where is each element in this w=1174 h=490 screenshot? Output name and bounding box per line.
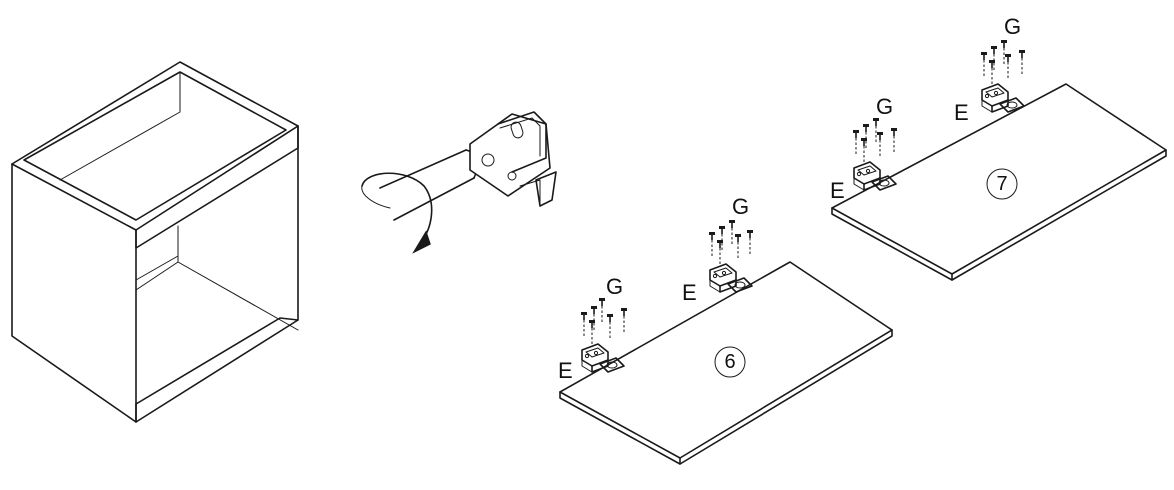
screw-set-upper: [980, 39, 1026, 87]
screw-label: G: [732, 194, 749, 219]
screw-label: G: [876, 94, 893, 119]
screw-icon: [1000, 39, 1008, 67]
screw-icon: [890, 127, 898, 155]
screw-icon: [580, 311, 588, 339]
screw-icon: [620, 307, 628, 335]
screw-label: G: [606, 274, 623, 299]
hinge-icon: [981, 83, 1025, 113]
screw-icon: [734, 233, 742, 261]
step-number-circle: [986, 168, 1018, 200]
screw-icon: [598, 297, 606, 325]
screw-icon: [980, 51, 988, 79]
screw-icon: [606, 313, 614, 341]
screw-icon: [852, 129, 860, 157]
screwdriver-rotation-icon: [361, 149, 487, 254]
door-7: E G E G 7: [830, 14, 1167, 281]
screw-icon: [1018, 49, 1026, 77]
screw-label: G: [1004, 14, 1021, 39]
hinge-label: E: [682, 280, 697, 305]
door-number: 6: [724, 351, 735, 373]
cabinet-carcass-icon: [11, 61, 299, 423]
hinge-label: E: [558, 358, 573, 383]
screw-icon: [876, 131, 884, 159]
door-6: E G E G 6: [558, 194, 893, 465]
screw-icon: [872, 117, 880, 145]
screw-set-lower: [852, 117, 898, 165]
screw-icon: [728, 219, 736, 247]
screw-set-upper: [708, 219, 754, 267]
door-number: 7: [996, 173, 1007, 195]
screw-set-lower: [580, 297, 628, 347]
screw-icon: [1004, 53, 1012, 81]
hinge-icon: [853, 161, 897, 191]
screw-icon: [746, 229, 754, 257]
cup-hinge-icon: [469, 111, 557, 207]
hinge-label: E: [830, 178, 845, 203]
hinge-icon: [581, 343, 625, 373]
hinge-icon: [709, 263, 753, 293]
screw-icon: [708, 231, 716, 259]
hinge-label: E: [954, 100, 969, 125]
step-number-circle: [714, 346, 746, 378]
